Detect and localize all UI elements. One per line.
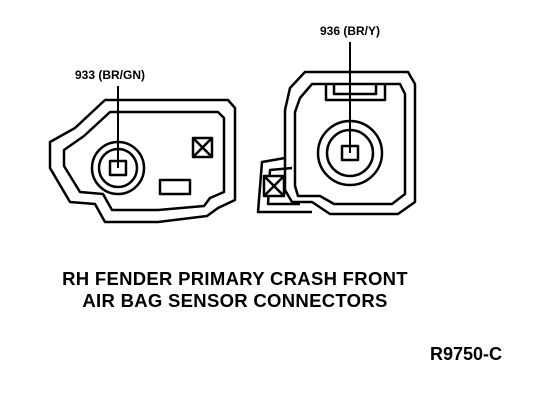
circuit-label-933: 933 (BR/GN) <box>75 68 145 82</box>
connector-left <box>48 98 237 224</box>
connector-right-side-bracket <box>256 156 312 214</box>
connector-right-latch <box>324 84 387 102</box>
connector-right-latch-inner <box>332 84 378 96</box>
reference-code: R9750-C <box>430 344 503 364</box>
circuit-label-936: 936 (BR/Y) <box>320 24 380 38</box>
caption-line-1: RH FENDER PRIMARY CRASH FRONT <box>62 268 408 289</box>
connector-left-inner-contour <box>62 110 226 212</box>
caption-line-2: AIR BAG SENSOR CONNECTORS <box>82 290 388 311</box>
connector-left-lock-slot <box>158 178 192 196</box>
connector-right-blocked-x <box>263 175 285 197</box>
connector-right <box>256 70 417 216</box>
connector-left-housing <box>48 98 237 224</box>
connector-left-blocked-x <box>192 137 213 158</box>
